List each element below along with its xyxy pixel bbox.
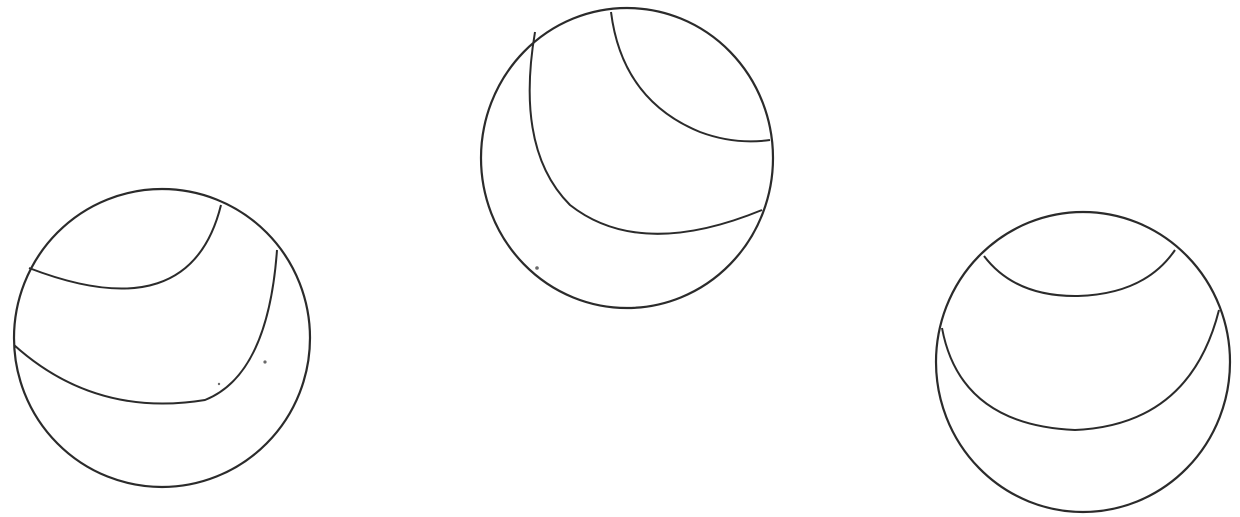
ball-center-upper-seam [611, 12, 770, 141]
ball-left-upper-seam [29, 205, 221, 289]
ball-left-outline [14, 189, 310, 487]
ball-right [936, 212, 1230, 512]
ball-left-speck [263, 360, 266, 363]
ball-center-speck [535, 266, 539, 270]
ball-center [481, 8, 773, 308]
ball-center-lower-seam [530, 32, 762, 234]
ball-left [14, 189, 310, 487]
ball-left-speck-2 [218, 383, 220, 385]
ball-center-outline [481, 8, 773, 308]
ball-left-lower-seam [14, 250, 277, 404]
ball-right-upper-seam [984, 250, 1175, 296]
ball-right-lower-seam [942, 310, 1219, 430]
ball-right-outline [936, 212, 1230, 512]
